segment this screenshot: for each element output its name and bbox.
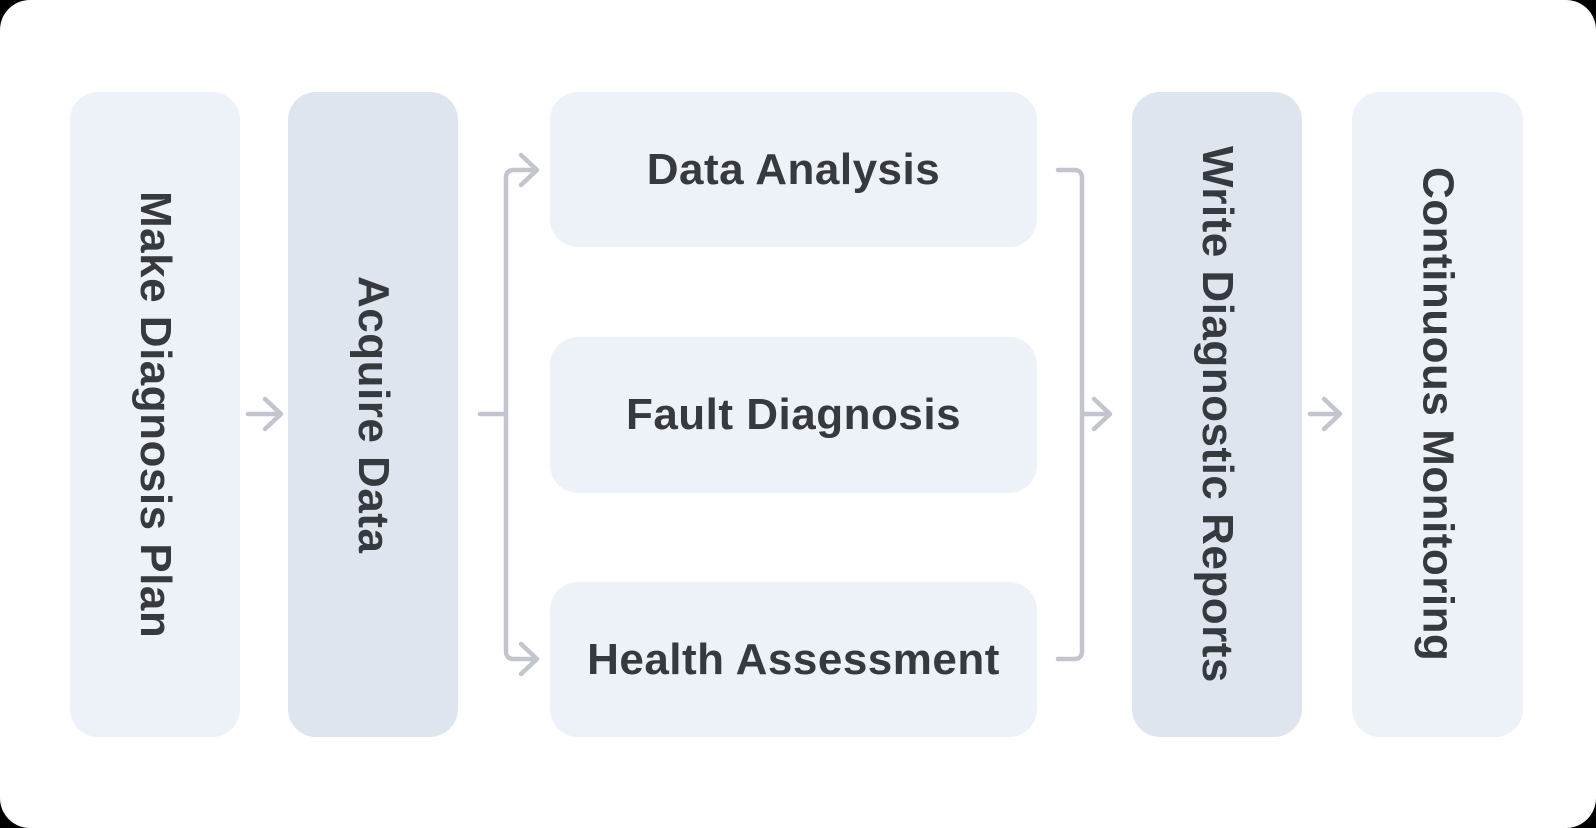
edge-data-analysis-to-write-line [1055,167,1085,417]
edge-acquire-to-data-analysis-line [503,167,536,417]
node-write-diagnostic-reports-label: Write Diagnostic Reports [1193,146,1242,683]
edge-acquire-to-health-assessment-arrowhead-icon [518,641,540,677]
node-fault-diagnosis: Fault Diagnosis [550,337,1037,493]
edge-plan-to-acquire-arrowhead-icon [262,396,284,432]
edge-merge-to-write-arrowhead-icon [1091,396,1113,432]
node-acquire-data-label: Acquire Data [349,275,398,554]
node-health-assessment-label: Health Assessment [587,634,1000,684]
edge-acquire-to-health-assessment-line [503,411,536,662]
node-data-analysis: Data Analysis [550,92,1037,247]
node-continuous-monitoring: Continuous Monitoring [1352,92,1523,737]
edge-health-assessment-to-write-line [1055,411,1085,662]
node-make-diagnosis-plan-label: Make Diagnosis Plan [131,190,180,639]
node-data-analysis-label: Data Analysis [646,144,941,194]
node-make-diagnosis-plan: Make Diagnosis Plan [70,92,240,737]
node-write-diagnostic-reports: Write Diagnostic Reports [1132,92,1302,737]
node-fault-diagnosis-label: Fault Diagnosis [625,390,962,439]
node-acquire-data: Acquire Data [288,92,458,737]
edge-acquire-to-data-analysis-arrowhead-icon [518,152,540,188]
node-continuous-monitoring-label: Continuous Monitoring [1413,167,1463,662]
node-health-assessment: Health Assessment [550,582,1037,737]
edge-write-to-monitoring-arrowhead-icon [1321,396,1343,432]
